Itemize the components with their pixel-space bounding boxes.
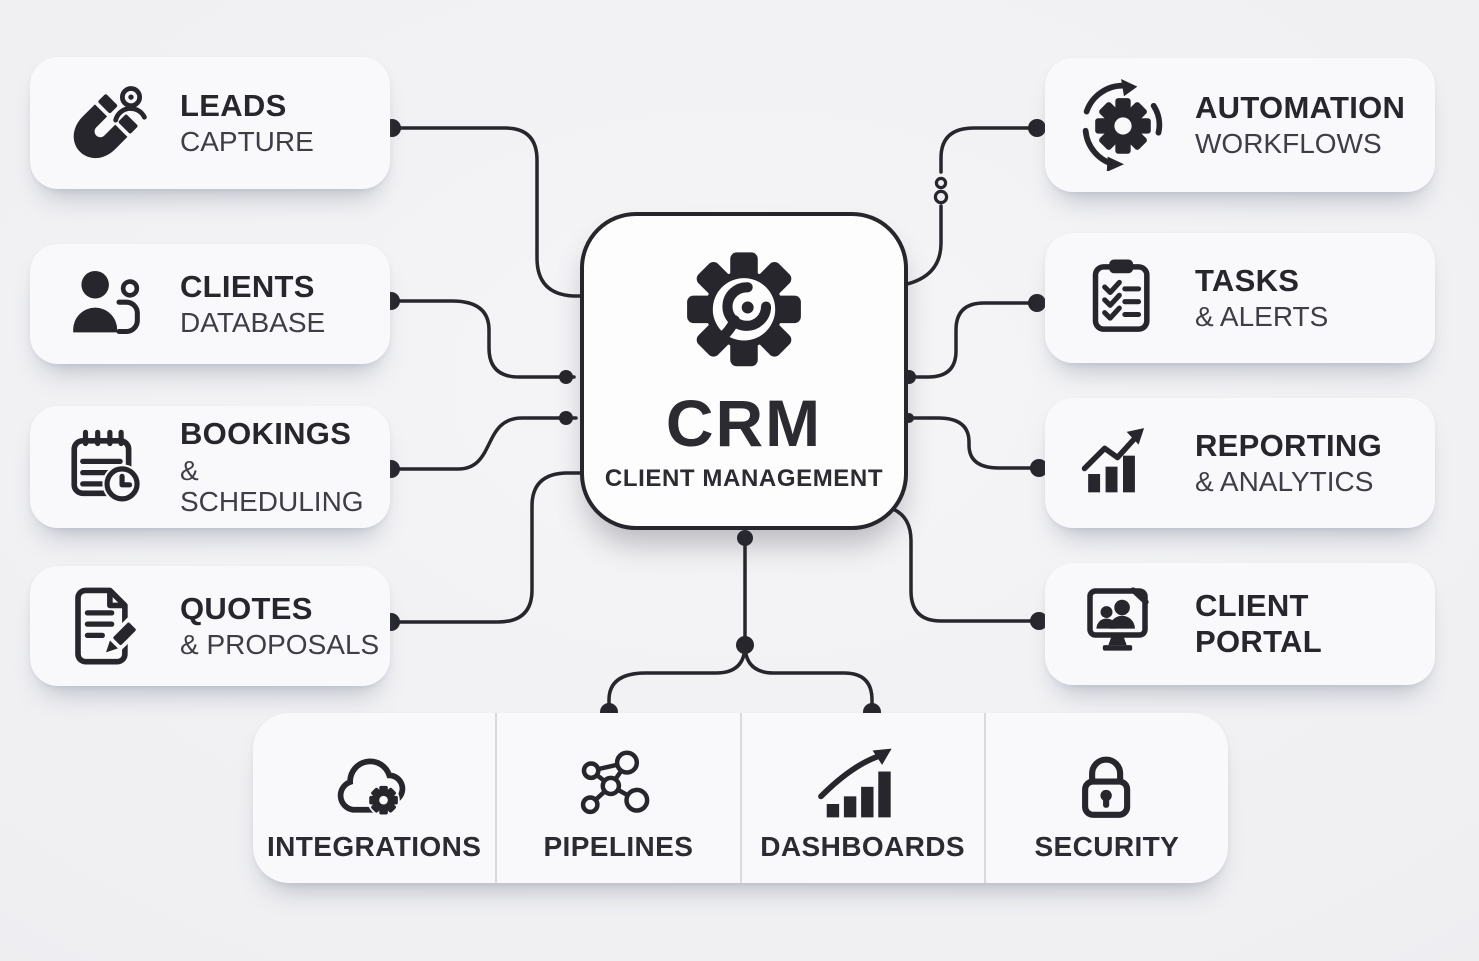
- bottom-label: INTEGRATIONS: [266, 831, 482, 862]
- wire-bookings: [389, 416, 578, 471]
- document-pencil-icon: [60, 581, 156, 671]
- cloud-gear-icon: [328, 739, 420, 825]
- wire-reporting: [906, 416, 1036, 470]
- node-title: TASKS: [1195, 262, 1300, 298]
- node-subtitle: WORKFLOWS: [1195, 128, 1382, 160]
- node-clients: CLIENTS DATABASE: [30, 244, 390, 364]
- bottom-label: SECURITY: [1034, 831, 1180, 862]
- clients-database-icon: [60, 260, 156, 348]
- node-subtitle: CAPTURE: [180, 126, 314, 158]
- clipboard-checklist-icon: [1075, 254, 1171, 342]
- center-subtitle: CLIENT MANAGEMENT: [604, 465, 884, 492]
- node-title: QUOTES: [180, 590, 313, 626]
- node-bookings: BOOKINGS & SCHEDULING: [30, 406, 390, 528]
- node-security: SECURITY: [983, 713, 1228, 883]
- wire-tasks: [906, 301, 1035, 379]
- bar-chart-trend-icon: [1075, 419, 1171, 507]
- node-subtitle: DATABASE: [180, 307, 326, 339]
- node-title: CLIENT PORTAL: [1195, 588, 1322, 659]
- wire-clients: [389, 299, 576, 379]
- padlock-icon: [1065, 739, 1149, 825]
- bottom-feature-bar: INTEGRATIONS PIPELINES: [253, 713, 1228, 883]
- wire-leads: [390, 126, 583, 298]
- node-tasks: TASKS & ALERTS: [1045, 233, 1435, 363]
- monitor-users-icon: [1075, 580, 1171, 668]
- node-title: AUTOMATION: [1195, 89, 1406, 125]
- bottom-label: PIPELINES: [543, 831, 694, 862]
- gear-cycle-arrows-icon: [1075, 79, 1171, 171]
- node-title: REPORTING: [1195, 427, 1382, 463]
- node-automation: AUTOMATION WORKFLOWS: [1045, 58, 1435, 192]
- node-quotes: QUOTES & PROPOSALS: [30, 566, 390, 686]
- wire-automation: [901, 126, 1036, 287]
- gear-search-icon: [666, 240, 822, 391]
- calendar-clock-icon: [60, 422, 156, 512]
- node-subtitle: & PROPOSALS: [180, 629, 380, 661]
- wire-hollow-links: [933, 176, 949, 205]
- node-dashboards: DASHBOARDS: [739, 713, 984, 883]
- node-subtitle: & ANALYTICS: [1195, 466, 1374, 498]
- node-title: LEADS: [180, 87, 287, 123]
- node-integrations: INTEGRATIONS: [253, 713, 495, 883]
- growth-bars-arrow-icon: [817, 739, 909, 825]
- bottom-label: DASHBOARDS: [760, 831, 965, 862]
- node-pipelines: PIPELINES: [495, 713, 739, 883]
- node-leads: LEADS CAPTURE: [30, 57, 390, 189]
- network-nodes-icon: [575, 739, 661, 825]
- node-title: CLIENTS: [180, 268, 315, 304]
- node-client-portal: CLIENT PORTAL: [1045, 563, 1435, 685]
- node-crm-center: CRM CLIENT MANAGEMENT: [580, 212, 908, 530]
- node-subtitle: & ALERTS: [1195, 301, 1329, 333]
- wire-client-portal: [891, 507, 1036, 623]
- center-title: CRM: [665, 386, 823, 460]
- node-subtitle: & SCHEDULING: [180, 455, 364, 517]
- wire-quotes: [389, 471, 583, 624]
- node-reporting: REPORTING & ANALYTICS: [1045, 398, 1435, 528]
- magnet-lead-icon: [60, 77, 156, 169]
- wire-bottom-right-branch: [743, 643, 874, 708]
- wire-bottom-left-branch: [607, 643, 747, 708]
- node-title: BOOKINGS: [180, 416, 352, 452]
